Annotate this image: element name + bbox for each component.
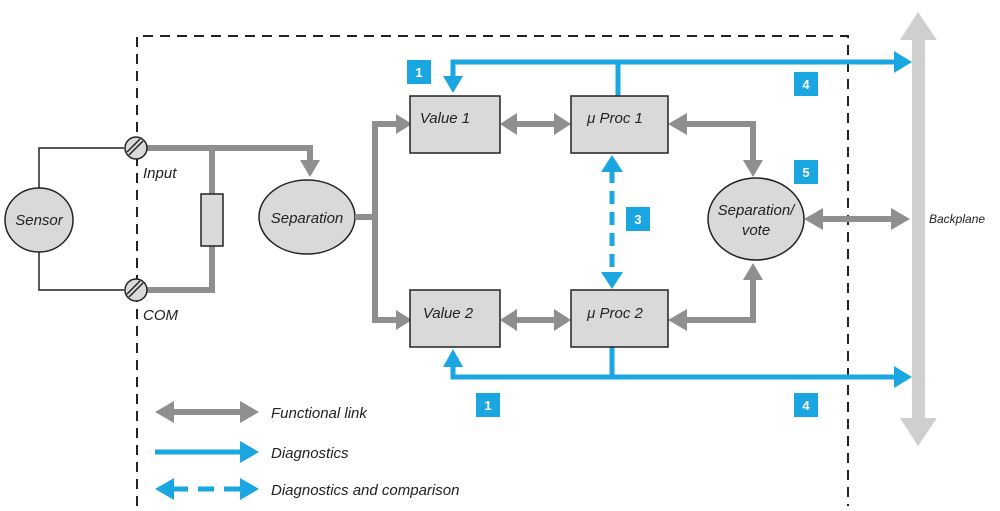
proc2-label: μ Proc 2 [586, 305, 643, 322]
value1-box [409, 95, 501, 154]
diagnostics-bottom [443, 347, 912, 388]
to-value1-arrowhead [396, 114, 412, 134]
separation-vote-label-1: Separation/ [718, 202, 797, 219]
svg-text:4: 4 [802, 398, 810, 413]
resistor [200, 193, 224, 247]
legend-functional-label: Functional link [271, 405, 368, 422]
badge-5: 5 [794, 160, 818, 184]
legend-functional-arrow-icon [155, 401, 259, 423]
input-label: Input [143, 165, 177, 182]
input-wiring [144, 145, 313, 293]
backplane-label: Backplane [929, 212, 985, 226]
legend-diag-comparison-label: Diagnostics and comparison [271, 482, 459, 499]
sensor-label: Sensor [15, 212, 64, 229]
sensor-wiring [38, 147, 124, 291]
legend: Functional link Diagnostics Diagnostics … [155, 401, 459, 500]
badge-3: 3 [626, 207, 650, 231]
diagnostics-top [443, 51, 912, 96]
svg-text:1: 1 [484, 398, 491, 413]
separation-vote-label-2: vote [742, 222, 770, 239]
separation-vote-node [707, 177, 805, 261]
svg-text:3: 3 [634, 212, 641, 227]
proc1-box [570, 95, 669, 154]
value2-box [409, 289, 501, 348]
legend-diag-comparison-arrow-icon [155, 478, 259, 500]
legend-diagnostics-arrow-icon [155, 441, 259, 463]
input-terminal [124, 136, 148, 160]
legend-diagnostics-label: Diagnostics [271, 445, 349, 462]
separation-split-links [355, 121, 396, 323]
badge-1-top: 1 [407, 60, 431, 84]
value2-proc2-link [500, 309, 571, 331]
backplane-bar [900, 12, 937, 446]
sensor-node [4, 187, 74, 253]
proc1-label: μ Proc 1 [586, 110, 643, 127]
proc2-box [570, 289, 669, 348]
com-label: COM [143, 307, 179, 324]
vote-backplane-link [804, 208, 910, 230]
input-arrowhead [300, 160, 320, 177]
com-terminal [124, 278, 148, 302]
separation-label: Separation [271, 210, 344, 227]
value1-proc1-link [500, 113, 571, 135]
value2-label: Value 2 [423, 305, 474, 322]
svg-text:4: 4 [802, 77, 810, 92]
diag-comparison-link [601, 155, 623, 289]
badge-4-top: 4 [794, 72, 818, 96]
to-value2-arrowhead [396, 310, 412, 330]
svg-text:5: 5 [802, 165, 809, 180]
proc2-vote-link [668, 263, 763, 331]
value1-label: Value 1 [420, 110, 470, 127]
svg-text:1: 1 [415, 65, 422, 80]
module-boundary [136, 35, 849, 506]
badge-1-bottom: 1 [476, 393, 500, 417]
badge-4-bottom: 4 [794, 393, 818, 417]
proc1-vote-link [668, 113, 763, 177]
